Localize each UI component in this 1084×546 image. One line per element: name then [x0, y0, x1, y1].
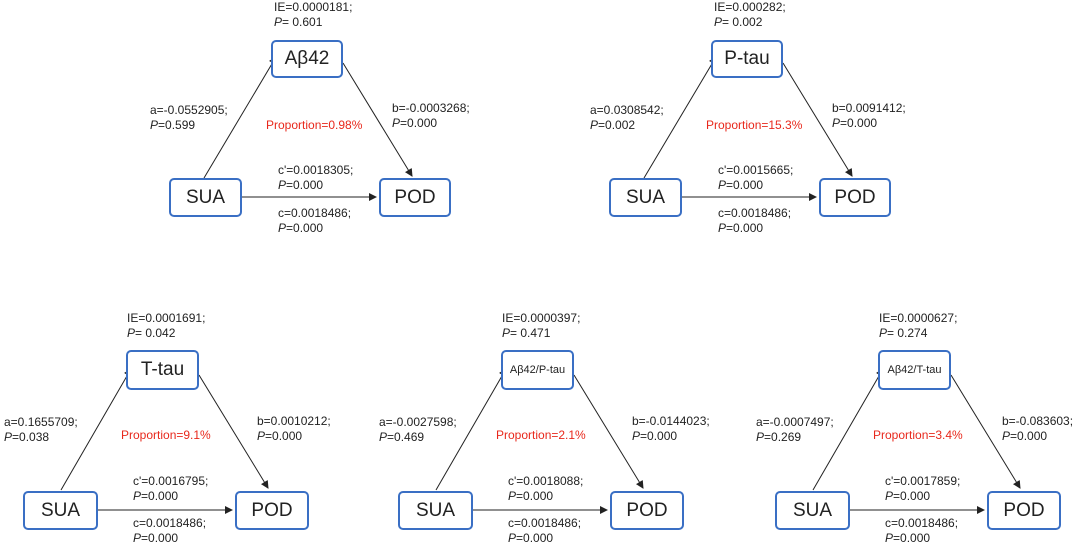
direct-effect-label: c'=0.0018088;P=0.000	[508, 474, 584, 503]
path-arrows	[643, 56, 853, 201]
proportion-label: Proportion=9.1%	[121, 428, 211, 442]
path-a-arrow	[812, 368, 884, 491]
path-a-label: a=0.1655709;P=0.038	[4, 415, 78, 444]
mediation-panel: Aβ42 SUA POD IE=0.0000181;P= 0.601 a=-0.…	[140, 0, 480, 245]
path-b-label: b=-0.0003268;P=0.000	[392, 101, 470, 130]
path-arrows	[812, 368, 1021, 514]
total-effect-label: c=0.0018486;P=0.000	[133, 516, 207, 545]
mediator-node: T-tau	[126, 350, 199, 390]
mediator-node: Aβ42/P-tau	[501, 350, 574, 390]
total-effect-label: c=0.0018486;P=0.000	[885, 516, 959, 545]
path-b-arrow	[950, 374, 1021, 489]
path-a-arrow	[643, 56, 717, 179]
indirect-effect-label: IE=0.0000627;P= 0.274	[879, 311, 958, 340]
total-effect-label: c=0.0018486;P=0.000	[508, 516, 582, 545]
direct-effect-label: c'=0.0015665;P=0.000	[718, 163, 794, 192]
exposure-node: SUA	[609, 178, 682, 217]
total-effect-label: c=0.0018486;P=0.000	[718, 206, 792, 235]
exposure-node: SUA	[23, 491, 98, 530]
outcome-node: POD	[610, 491, 684, 530]
proportion-label: Proportion=3.4%	[873, 428, 963, 442]
path-b-label: b=-0.0144023;P=0.000	[632, 414, 710, 443]
proportion-label: Proportion=2.1%	[496, 428, 586, 442]
exposure-node: SUA	[775, 491, 850, 530]
path-b-arrow	[342, 62, 413, 177]
path-b-label: b=0.0010212;P=0.000	[257, 414, 331, 443]
outcome-node: POD	[987, 491, 1061, 530]
path-arrows	[203, 56, 413, 201]
path-a-arrow	[435, 368, 507, 491]
mediator-node: P-tau	[711, 40, 783, 78]
direct-effect-label: c'=0.0018305;P=0.000	[278, 163, 354, 192]
path-a-label: a=-0.0027598;P=0.469	[379, 415, 457, 444]
path-a-label: a=0.0308542;P=0.002	[590, 103, 664, 132]
proportion-label: Proportion=0.98%	[266, 118, 363, 132]
path-a-label: a=-0.0552905;P=0.599	[150, 103, 228, 132]
path-a-arrow	[203, 56, 277, 179]
mediation-panel: T-tau SUA POD IE=0.0001691;P= 0.042 a=0.…	[0, 310, 340, 545]
path-b-arrow	[198, 374, 269, 489]
indirect-effect-label: IE=0.000282;P= 0.002	[714, 0, 786, 29]
exposure-node: SUA	[398, 491, 473, 530]
outcome-node: POD	[379, 178, 451, 217]
path-b-arrow	[782, 62, 853, 177]
total-effect-label: c=0.0018486;P=0.000	[278, 206, 352, 235]
outcome-node: POD	[235, 491, 309, 530]
mediation-panel: Aβ42/T-tau SUA POD IE=0.0000627;P= 0.274…	[752, 310, 1082, 545]
proportion-label: Proportion=15.3%	[706, 118, 803, 132]
indirect-effect-label: IE=0.0000397;P= 0.471	[502, 311, 581, 340]
mediation-panel: Aβ42/P-tau SUA POD IE=0.0000397;P= 0.471…	[375, 310, 715, 545]
mediator-node: Aβ42	[271, 40, 343, 78]
path-arrows	[60, 368, 269, 514]
path-a-label: a=-0.0007497;P=0.269	[756, 415, 834, 444]
path-b-label: b=0.0091412;P=0.000	[832, 101, 906, 130]
direct-effect-label: c'=0.0017859;P=0.000	[885, 474, 961, 503]
direct-effect-label: c'=0.0016795;P=0.000	[133, 474, 209, 503]
outcome-node: POD	[819, 178, 891, 217]
path-arrows	[435, 368, 644, 514]
mediation-panel: P-tau SUA POD IE=0.000282;P= 0.002 a=0.0…	[580, 0, 920, 245]
path-a-arrow	[60, 368, 132, 491]
indirect-effect-label: IE=0.0000181;P= 0.601	[274, 0, 353, 29]
path-b-label: b=-0.083603;P=0.000	[1002, 414, 1074, 443]
exposure-node: SUA	[169, 178, 242, 217]
path-b-arrow	[573, 374, 644, 489]
mediator-node: Aβ42/T-tau	[878, 350, 951, 390]
indirect-effect-label: IE=0.0001691;P= 0.042	[127, 311, 206, 340]
